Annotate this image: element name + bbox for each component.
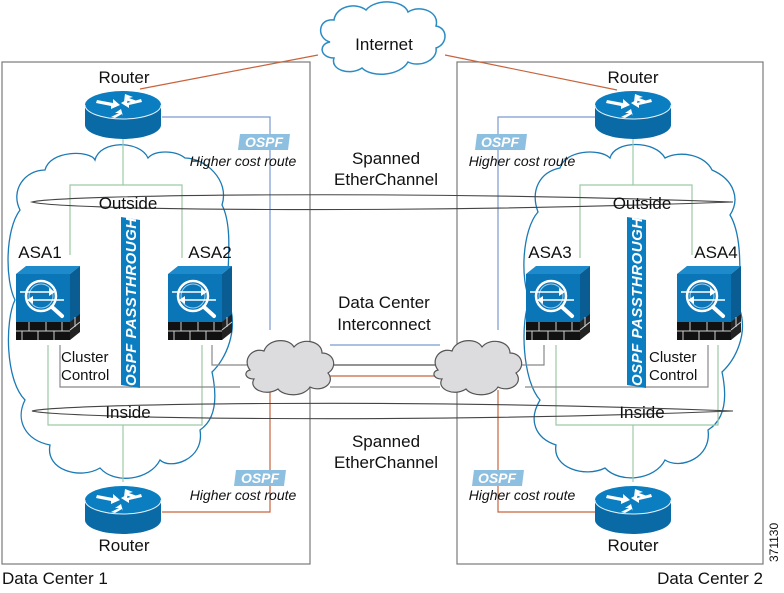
asa-label: ASA1 [18,243,61,262]
asa-label: ASA2 [188,243,231,262]
higher-cost-route-label: Higher cost route [190,153,297,169]
ospf-tag-dc1-top: OSPF Higher cost route [190,134,297,169]
higher-cost-route-label: Higher cost route [469,487,576,503]
inside-etherchannel [31,402,734,420]
spanned-etherchannel-top-line1: Spanned [352,149,420,168]
inside-label-dc1: Inside [105,403,150,422]
cluster-cloud-dc2 [523,144,744,479]
dci-links [330,344,440,388]
ospf-tag-dc2-top: OSPF Higher cost route [469,134,576,169]
internet-route-dc2 [444,54,618,91]
inside-label-dc2: Inside [619,403,664,422]
asa-label: ASA4 [694,243,737,262]
asa-firewall-icon [675,264,743,342]
ospf-tag-dc2-bottom: OSPF Higher cost route [469,470,576,503]
ospf-passthrough-label: OSPF PASSTHROUGH [629,217,646,386]
ospf-passthrough-label: OSPF PASSTHROUGH [123,217,140,386]
outside-label-dc1: Outside [99,194,158,213]
svg-text:OSPF: OSPF [241,470,280,486]
dci-label-line2: Interconnect [337,315,431,334]
router-icon [84,90,162,140]
dci-label-line1: Data Center [338,293,430,312]
outside-etherchannel [29,194,734,211]
dci-cloud-dc1 [245,339,335,396]
ospf-passthrough-dc2: OSPF PASSTHROUGH [627,217,646,388]
router-label: Router [98,68,149,87]
cluster-control-links [59,345,709,388]
router-label: Router [98,536,149,555]
router-icon [84,485,162,535]
spanned-etherchannel-top-line2: EtherChannel [334,170,438,189]
ospf-tag-dc1-bottom: OSPF Higher cost route [190,470,297,503]
asa-firewall-icon [14,264,82,342]
data-center-2-box [456,61,764,565]
cluster-control-label-dc2-line1: Cluster [649,349,697,366]
spanned-etherchannel-bottom-line2: EtherChannel [334,453,438,472]
router-dc1-top[interactable]: Router [84,68,162,140]
asa3[interactable]: ASA3 [524,243,592,342]
data-center-1-box [1,61,311,565]
svg-text:OSPF: OSPF [481,134,520,150]
spanned-etherchannel-bottom-line1: Spanned [352,432,420,451]
ospf-route-dc1-bottom [162,390,271,513]
outside-label-dc2: Outside [613,194,672,213]
router-dc1-bottom[interactable]: Router [84,485,162,555]
asa-firewall-icon [166,264,234,342]
data-center-2-label: Data Center 2 [657,569,763,588]
internet-label: Internet [355,35,413,54]
asa2[interactable]: ASA2 [166,243,234,342]
cluster-control-label-dc2-line2: Control [649,367,697,384]
asa-firewall-icon [524,264,592,342]
higher-cost-route-label: Higher cost route [469,153,576,169]
higher-cost-route-label: Higher cost route [190,487,297,503]
dci-cloud-dc2 [433,339,523,396]
cluster-control-label-dc1-line2: Control [61,367,109,384]
router-icon [594,485,672,535]
internet-route-dc1 [139,54,319,90]
asa-label: ASA3 [528,243,571,262]
ospf-route-dc2-bottom [497,390,596,513]
segment-links-dc1 [47,128,203,482]
ospf-route-dc2-top [497,116,596,330]
router-dc2-top[interactable]: Router [594,68,672,140]
cluster-control-label-dc1-line1: Cluster [61,349,109,366]
router-dc2-bottom[interactable]: Router [594,485,672,555]
asa4[interactable]: ASA4 [675,243,743,342]
figure-id: 371130 [767,523,781,562]
svg-text:OSPF: OSPF [478,470,517,486]
router-label: Router [607,68,658,87]
ospf-passthrough-dc1: OSPF PASSTHROUGH [121,217,140,388]
router-label: Router [607,536,658,555]
data-center-1-label: Data Center 1 [2,569,108,588]
svg-text:OSPF: OSPF [245,134,284,150]
cluster-cloud-dc1 [7,144,233,479]
segment-links-dc2 [555,128,719,482]
asa1[interactable]: ASA1 [14,243,82,342]
ospf-route-dc1-top [162,116,271,330]
internet-cloud [320,1,446,75]
router-icon [594,90,672,140]
